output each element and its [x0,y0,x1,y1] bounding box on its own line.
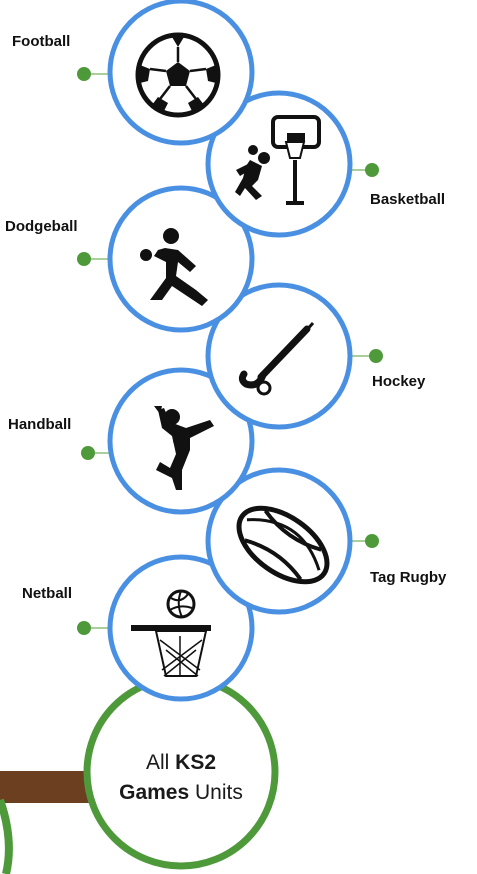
unit-label-handball: Handball [8,416,72,433]
basketball-hoop-icon [235,115,321,205]
node-dot [81,446,95,460]
handball-player-icon [154,406,214,490]
center-word-all: All [145,751,170,774]
netball-hoop-icon [131,589,211,677]
center-title: All KS2 Games Units [100,748,262,808]
trunk-edge-arc [0,798,13,874]
node-dot [77,621,91,635]
node-dot [365,163,379,177]
unit-label-netball: Netball [22,585,73,602]
rugby-ball-icon [236,505,330,585]
center-word-ks2: KS2 [175,751,217,774]
unit-label-tag-rugby: Tag Rugby [370,569,447,586]
unit-label-hockey: Hockey [372,373,426,390]
unit-label-dodgeball: Dodgeball [5,218,78,235]
football-icon [135,32,221,118]
hockey-stick-icon [238,322,315,396]
unit-label-football: Football [12,33,71,50]
center-word-games: Games [119,781,190,804]
dodgeball-thrower-icon [140,228,208,306]
nodes [77,67,383,635]
unit-label-basketball: Basketball [370,191,446,208]
node-dot [77,252,91,266]
node-dot [369,349,383,363]
node-dot [77,67,91,81]
center-word-units: Units [195,781,243,804]
node-dot [365,534,379,548]
